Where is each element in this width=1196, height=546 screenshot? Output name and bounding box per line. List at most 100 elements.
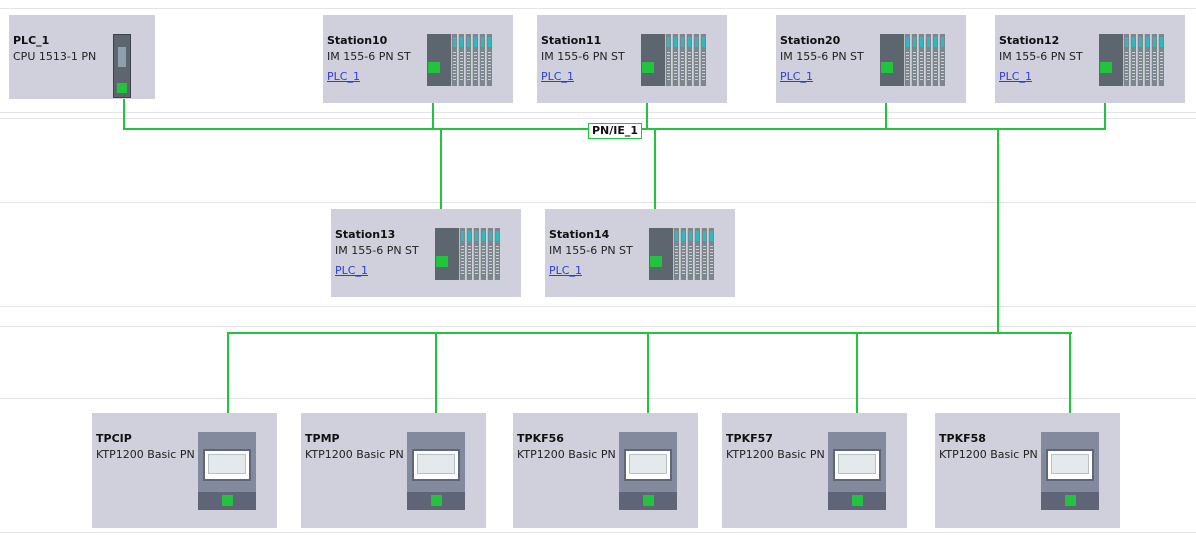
profinet-port-icon[interactable]	[428, 62, 440, 73]
device-station12[interactable]: Station12 IM 155-6 PN ST PLC_1	[995, 15, 1185, 103]
io-module-icon	[473, 228, 479, 280]
device-hmi-tpkf56[interactable]: TPKF56 KTP1200 Basic PN	[513, 413, 698, 528]
device-station14[interactable]: Station14 IM 155-6 PN ST PLC_1	[545, 209, 735, 297]
io-module-icon	[480, 228, 486, 280]
device-plc[interactable]: PLC_1 CPU 1513-1 PN	[9, 15, 155, 99]
interface-module-icon	[427, 34, 451, 86]
device-station11[interactable]: Station11 IM 155-6 PN ST PLC_1	[537, 15, 727, 103]
io-module-icon	[687, 228, 693, 280]
io-module-icon	[472, 34, 478, 86]
profinet-port-icon[interactable]	[222, 495, 233, 506]
device-type: IM 155-6 PN ST	[327, 50, 411, 63]
device-hmi-tpkf57[interactable]: TPKF57 KTP1200 Basic PN	[722, 413, 907, 528]
device-hmi-tpkf58[interactable]: TPKF58 KTP1200 Basic PN	[935, 413, 1120, 528]
guide-line	[0, 8, 1196, 9]
device-station10[interactable]: Station10 IM 155-6 PN ST PLC_1	[323, 15, 513, 103]
io-module-icon	[1144, 34, 1150, 86]
network-drop-station12[interactable]	[1104, 76, 1106, 130]
io-module-icon	[700, 34, 706, 86]
io-module-icon	[904, 34, 910, 86]
profinet-port-icon[interactable]	[431, 495, 442, 506]
network-drop-station11[interactable]	[646, 76, 648, 130]
profinet-port-icon[interactable]	[1065, 495, 1076, 506]
plc-link[interactable]: PLC_1	[780, 70, 813, 83]
io-module-icon	[693, 34, 699, 86]
io-module-icon	[1130, 34, 1136, 86]
device-name: Station13	[335, 228, 396, 241]
network-bus-hmi[interactable]	[227, 332, 1072, 334]
device-hmi-tpcip[interactable]: TPCIP KTP1200 Basic PN	[92, 413, 277, 528]
device-name: TPKF56	[517, 432, 564, 445]
io-module-icon	[911, 34, 917, 86]
interface-module-icon	[880, 34, 904, 86]
device-name: TPCIP	[96, 432, 132, 445]
profinet-port-icon[interactable]	[650, 256, 662, 267]
io-module-icon	[679, 34, 685, 86]
device-type: KTP1200 Basic PN	[305, 448, 404, 461]
io-module-icon	[680, 228, 686, 280]
profinet-port-icon[interactable]	[881, 62, 893, 73]
plc-link[interactable]: PLC_1	[335, 264, 368, 277]
io-module-icon	[672, 34, 678, 86]
device-type: KTP1200 Basic PN	[96, 448, 195, 461]
io-module-icon	[479, 34, 485, 86]
io-rack-icon	[641, 34, 707, 86]
io-module-icon	[939, 34, 945, 86]
device-station13[interactable]: Station13 IM 155-6 PN ST PLC_1	[331, 209, 521, 297]
device-name: Station10	[327, 34, 388, 47]
device-type: IM 155-6 PN ST	[541, 50, 625, 63]
device-type: IM 155-6 PN ST	[335, 244, 419, 257]
network-trunk-hmi[interactable]	[997, 128, 999, 334]
network-drop-tpcip[interactable]	[227, 332, 229, 432]
io-rack-icon	[435, 228, 501, 280]
hmi-screen-icon	[203, 449, 251, 481]
io-module-icon	[451, 34, 457, 86]
io-module-icon	[918, 34, 924, 86]
plc-link[interactable]: PLC_1	[541, 70, 574, 83]
io-module-icon	[1123, 34, 1129, 86]
device-type: KTP1200 Basic PN	[517, 448, 616, 461]
plc-link[interactable]: PLC_1	[999, 70, 1032, 83]
device-name: TPKF57	[726, 432, 773, 445]
network-label[interactable]: PN/IE_1	[588, 123, 643, 139]
io-module-icon	[932, 34, 938, 86]
profinet-port-icon[interactable]	[643, 495, 654, 506]
profinet-port-icon[interactable]	[117, 83, 127, 93]
device-station20[interactable]: Station20 IM 155-6 PN ST PLC_1	[776, 15, 966, 103]
io-module-icon	[1151, 34, 1157, 86]
hmi-panel-icon	[619, 432, 677, 510]
io-rack-icon	[1099, 34, 1165, 86]
guide-line	[0, 202, 1196, 203]
network-drop-station10[interactable]	[432, 76, 434, 130]
device-type: IM 155-6 PN ST	[549, 244, 633, 257]
network-drop-plc[interactable]	[123, 92, 125, 130]
device-hmi-tpmp[interactable]: TPMP KTP1200 Basic PN	[301, 413, 486, 528]
network-drop-tpkf57[interactable]	[856, 332, 858, 432]
plc-link[interactable]: PLC_1	[549, 264, 582, 277]
guide-line	[0, 398, 1196, 399]
profinet-port-icon[interactable]	[436, 256, 448, 267]
profinet-port-icon[interactable]	[642, 62, 654, 73]
hmi-screen-icon	[833, 449, 881, 481]
profinet-port-icon[interactable]	[1100, 62, 1112, 73]
device-name: Station20	[780, 34, 841, 47]
network-drop-tpmp[interactable]	[435, 332, 437, 432]
io-module-icon	[487, 228, 493, 280]
device-name: TPKF58	[939, 432, 986, 445]
network-drop-tpkf56[interactable]	[647, 332, 649, 432]
io-module-icon	[673, 228, 679, 280]
network-drop-tpkf58[interactable]	[1069, 332, 1071, 432]
network-drop-station13[interactable]	[440, 128, 442, 270]
io-module-icon	[694, 228, 700, 280]
network-drop-station20[interactable]	[885, 76, 887, 130]
network-drop-station14[interactable]	[654, 128, 656, 270]
interface-module-icon	[641, 34, 665, 86]
hmi-panel-icon	[198, 432, 256, 510]
plc-link[interactable]: PLC_1	[327, 70, 360, 83]
device-name: Station12	[999, 34, 1060, 47]
device-name: Station14	[549, 228, 610, 241]
hmi-screen-icon	[412, 449, 460, 481]
profinet-port-icon[interactable]	[852, 495, 863, 506]
io-rack-icon	[880, 34, 946, 86]
